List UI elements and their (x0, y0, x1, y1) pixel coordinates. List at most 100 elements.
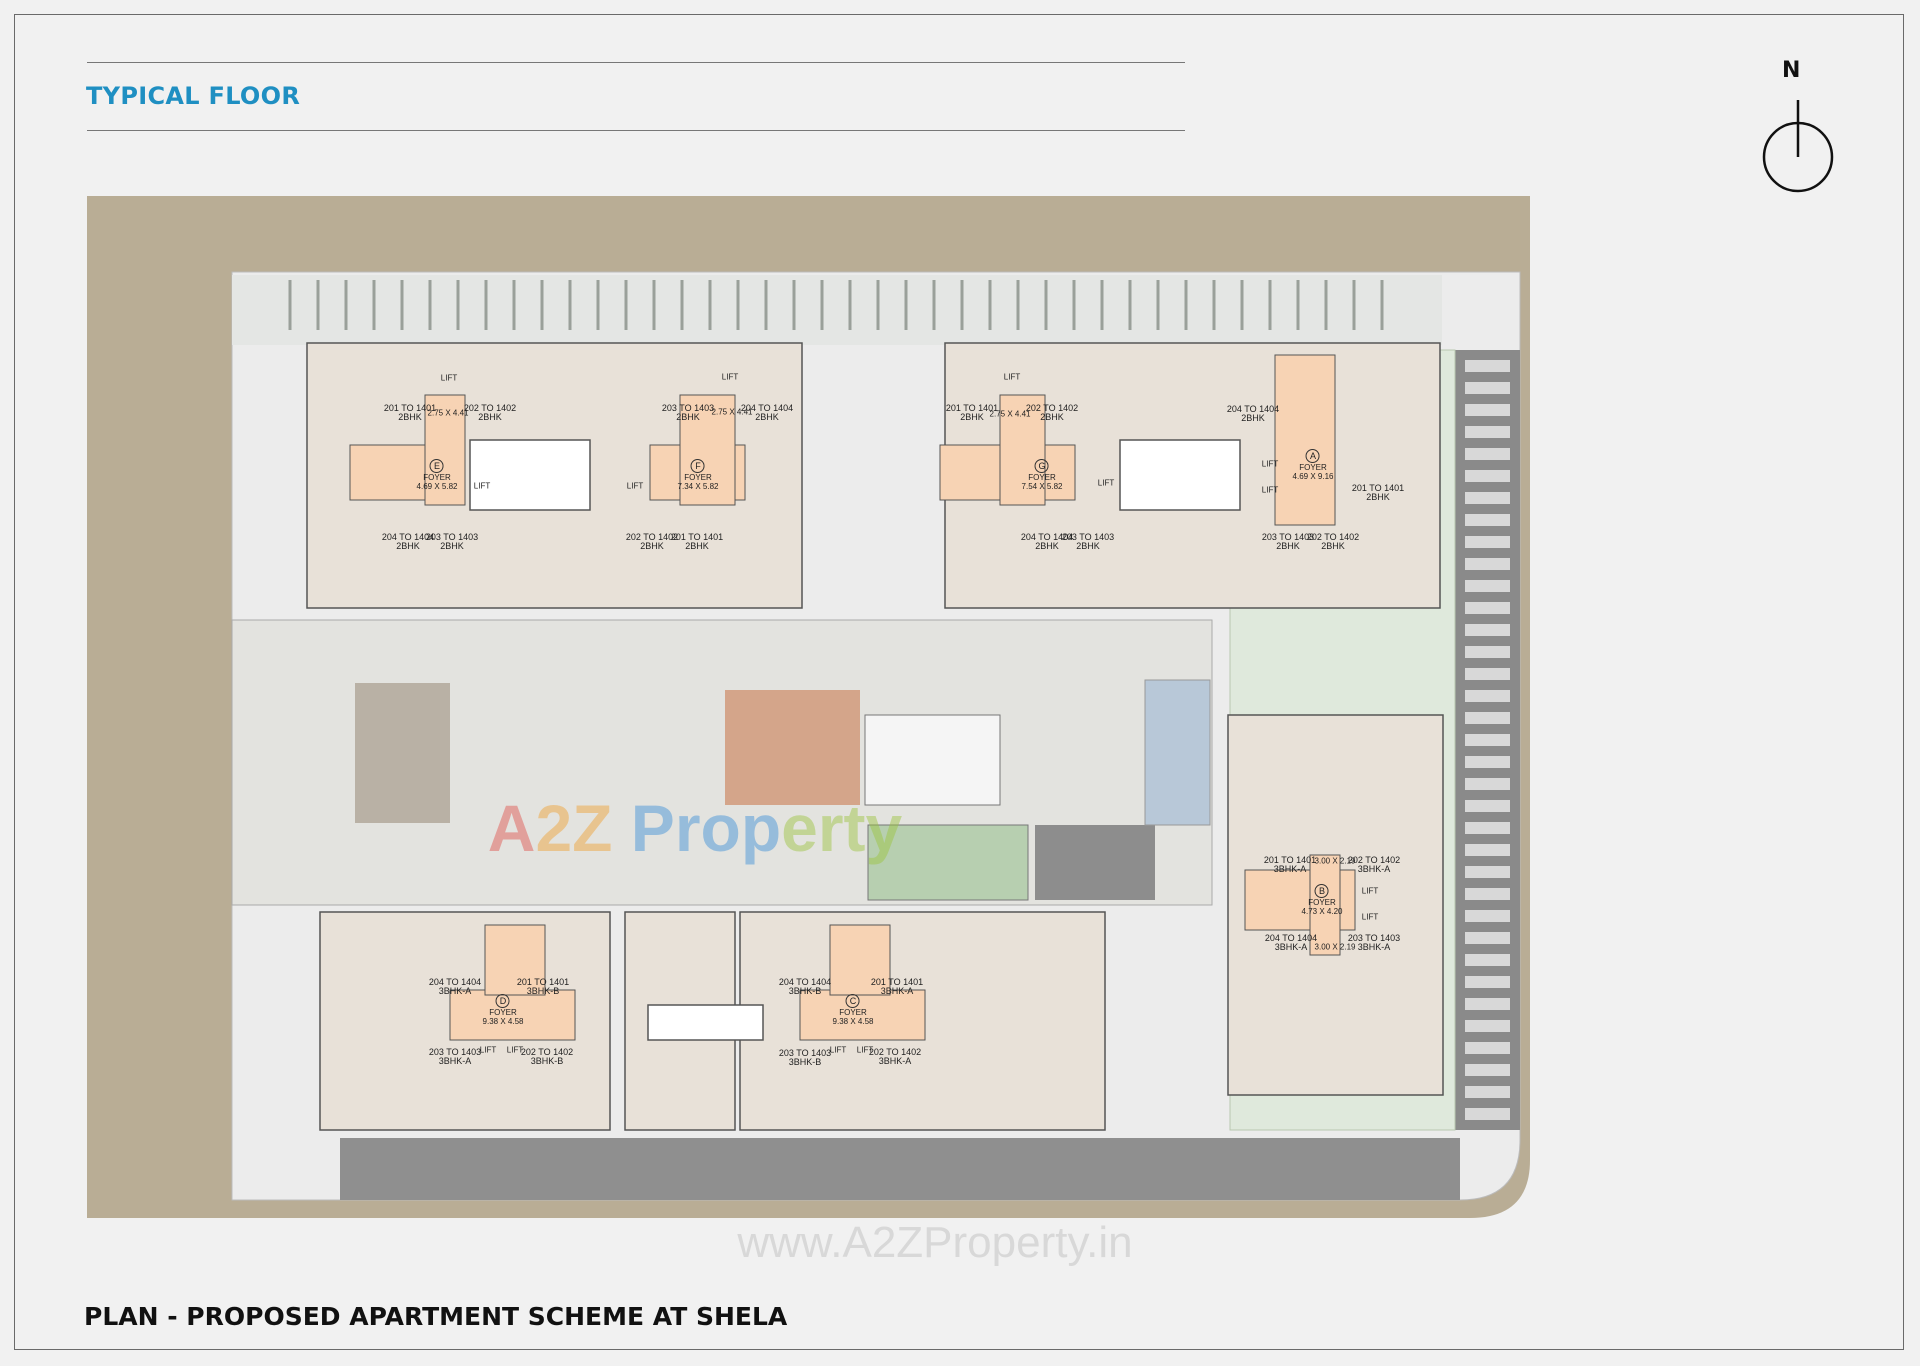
north-arrow-icon (1762, 100, 1834, 193)
lift-label: LIFT (829, 1045, 847, 1055)
parking-stall (1465, 404, 1510, 416)
lift-label: LIFT (856, 1045, 874, 1055)
parking-stall (1465, 778, 1510, 790)
lift-label: LIFT (1261, 459, 1279, 469)
lift-label: LIFT (1003, 372, 1021, 382)
parking-stall (1465, 932, 1510, 944)
lift-label: LIFT (1097, 478, 1115, 488)
passage-size-label: 2.75 X 4.41 (989, 409, 1031, 419)
parking-stall (1465, 558, 1510, 570)
parking-stall (1465, 448, 1510, 460)
parking-stall (1465, 580, 1510, 592)
lift-label: LIFT (440, 373, 458, 383)
parking-stall (1465, 624, 1510, 636)
parking-stall (1465, 998, 1510, 1010)
parking-stall (1465, 712, 1510, 724)
chess-plaza (1035, 825, 1155, 900)
lift-label: LIFT (1361, 886, 1379, 896)
lift-label: LIFT (506, 1045, 524, 1055)
parking-stall (1465, 888, 1510, 900)
parking-stall (1465, 1064, 1510, 1076)
lift-label: LIFT (473, 481, 491, 491)
parking-stall (1465, 734, 1510, 746)
deck (725, 690, 860, 805)
passage-size-label: 3.00 X 2.19 (1314, 856, 1356, 866)
lift-label: LIFT (479, 1045, 497, 1055)
lift-label: LIFT (1361, 912, 1379, 922)
title-rule-top (87, 62, 1185, 63)
bottom-parking-strip (340, 1138, 1460, 1200)
parking-stall (1465, 910, 1510, 922)
lift-label: LIFT (1261, 485, 1279, 495)
parking-stall (1465, 844, 1510, 856)
title-rule-bottom (87, 130, 1185, 131)
sheet-border (14, 14, 1904, 1350)
watermark-logo-part: erty (781, 791, 903, 865)
parking-stall (1465, 426, 1510, 438)
lift-label: LIFT (626, 481, 644, 491)
passage-size-label: 2.75 X 4.41 (711, 407, 753, 417)
parking-stall (1465, 382, 1510, 394)
parking-stall (1465, 866, 1510, 878)
parking-stall (1465, 690, 1510, 702)
clubhouse (864, 714, 1001, 806)
top-parking (232, 275, 1442, 345)
parking-stall (1465, 470, 1510, 482)
parking-stall (1465, 976, 1510, 988)
parking-stall (1465, 1042, 1510, 1054)
watermark-logo-part: A (487, 791, 536, 865)
parking-stall (1465, 360, 1510, 372)
parking-stall (1465, 822, 1510, 834)
passage-size-label: 2.75 X 4.41 (427, 408, 469, 418)
watermark-url: www.A2ZProperty.in (737, 1218, 1133, 1267)
parking-stall (1465, 602, 1510, 614)
swimming-pool (867, 824, 1029, 901)
parking-stall (1465, 646, 1510, 658)
parking-stall (1465, 1020, 1510, 1032)
parking-stall (1465, 800, 1510, 812)
plan-caption: PLAN - PROPOSED APARTMENT SCHEME AT SHEL… (84, 1302, 788, 1331)
watermark-logo-part: Prop (630, 791, 782, 865)
play-area (355, 683, 450, 823)
parking-stall (1465, 536, 1510, 548)
basketball-court (1144, 679, 1211, 826)
page-title: TYPICAL FLOOR (86, 82, 301, 110)
parking-stall (1465, 954, 1510, 966)
foyers (349, 354, 1356, 1041)
parking-stall (1465, 668, 1510, 680)
north-label: N (1782, 58, 1801, 83)
parking-stall (1465, 1108, 1510, 1120)
parking-stall (1465, 756, 1510, 768)
